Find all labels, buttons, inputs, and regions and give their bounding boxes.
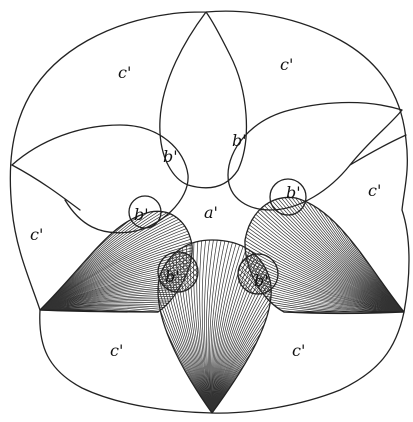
hatch-line: [40, 310, 227, 343]
right-boundary: [350, 135, 406, 165]
hatch-line: [216, 312, 404, 339]
hatch-line: [214, 312, 404, 328]
label-b-upper-left: b': [163, 147, 178, 166]
label-b-left-lobe: b': [134, 205, 149, 224]
left-boundary: [12, 165, 80, 210]
left-loop: [12, 125, 188, 233]
label-b-overlap-right: b': [254, 271, 269, 290]
label-a-center: a': [204, 203, 218, 222]
hatch-line: [215, 312, 404, 336]
label-c-bottom-left: c': [110, 341, 123, 360]
label-c-top-right: c': [280, 55, 293, 74]
hatch-line: [40, 169, 167, 310]
label-b-upper-right: b': [232, 131, 247, 150]
label-c-bottom-right: c': [292, 341, 305, 360]
hatch-line: [214, 312, 404, 325]
label-c-right: c': [368, 181, 381, 200]
hatch-line: [295, 156, 404, 312]
label-b-right-top: b': [286, 183, 301, 202]
label-c-left: c': [30, 225, 43, 244]
label-b-overlap-left: b': [165, 267, 180, 286]
hatch-line: [84, 273, 212, 413]
hatch-line: [40, 151, 143, 310]
center-lobe: [78, 223, 347, 413]
label-c-top-left: c': [118, 63, 131, 82]
